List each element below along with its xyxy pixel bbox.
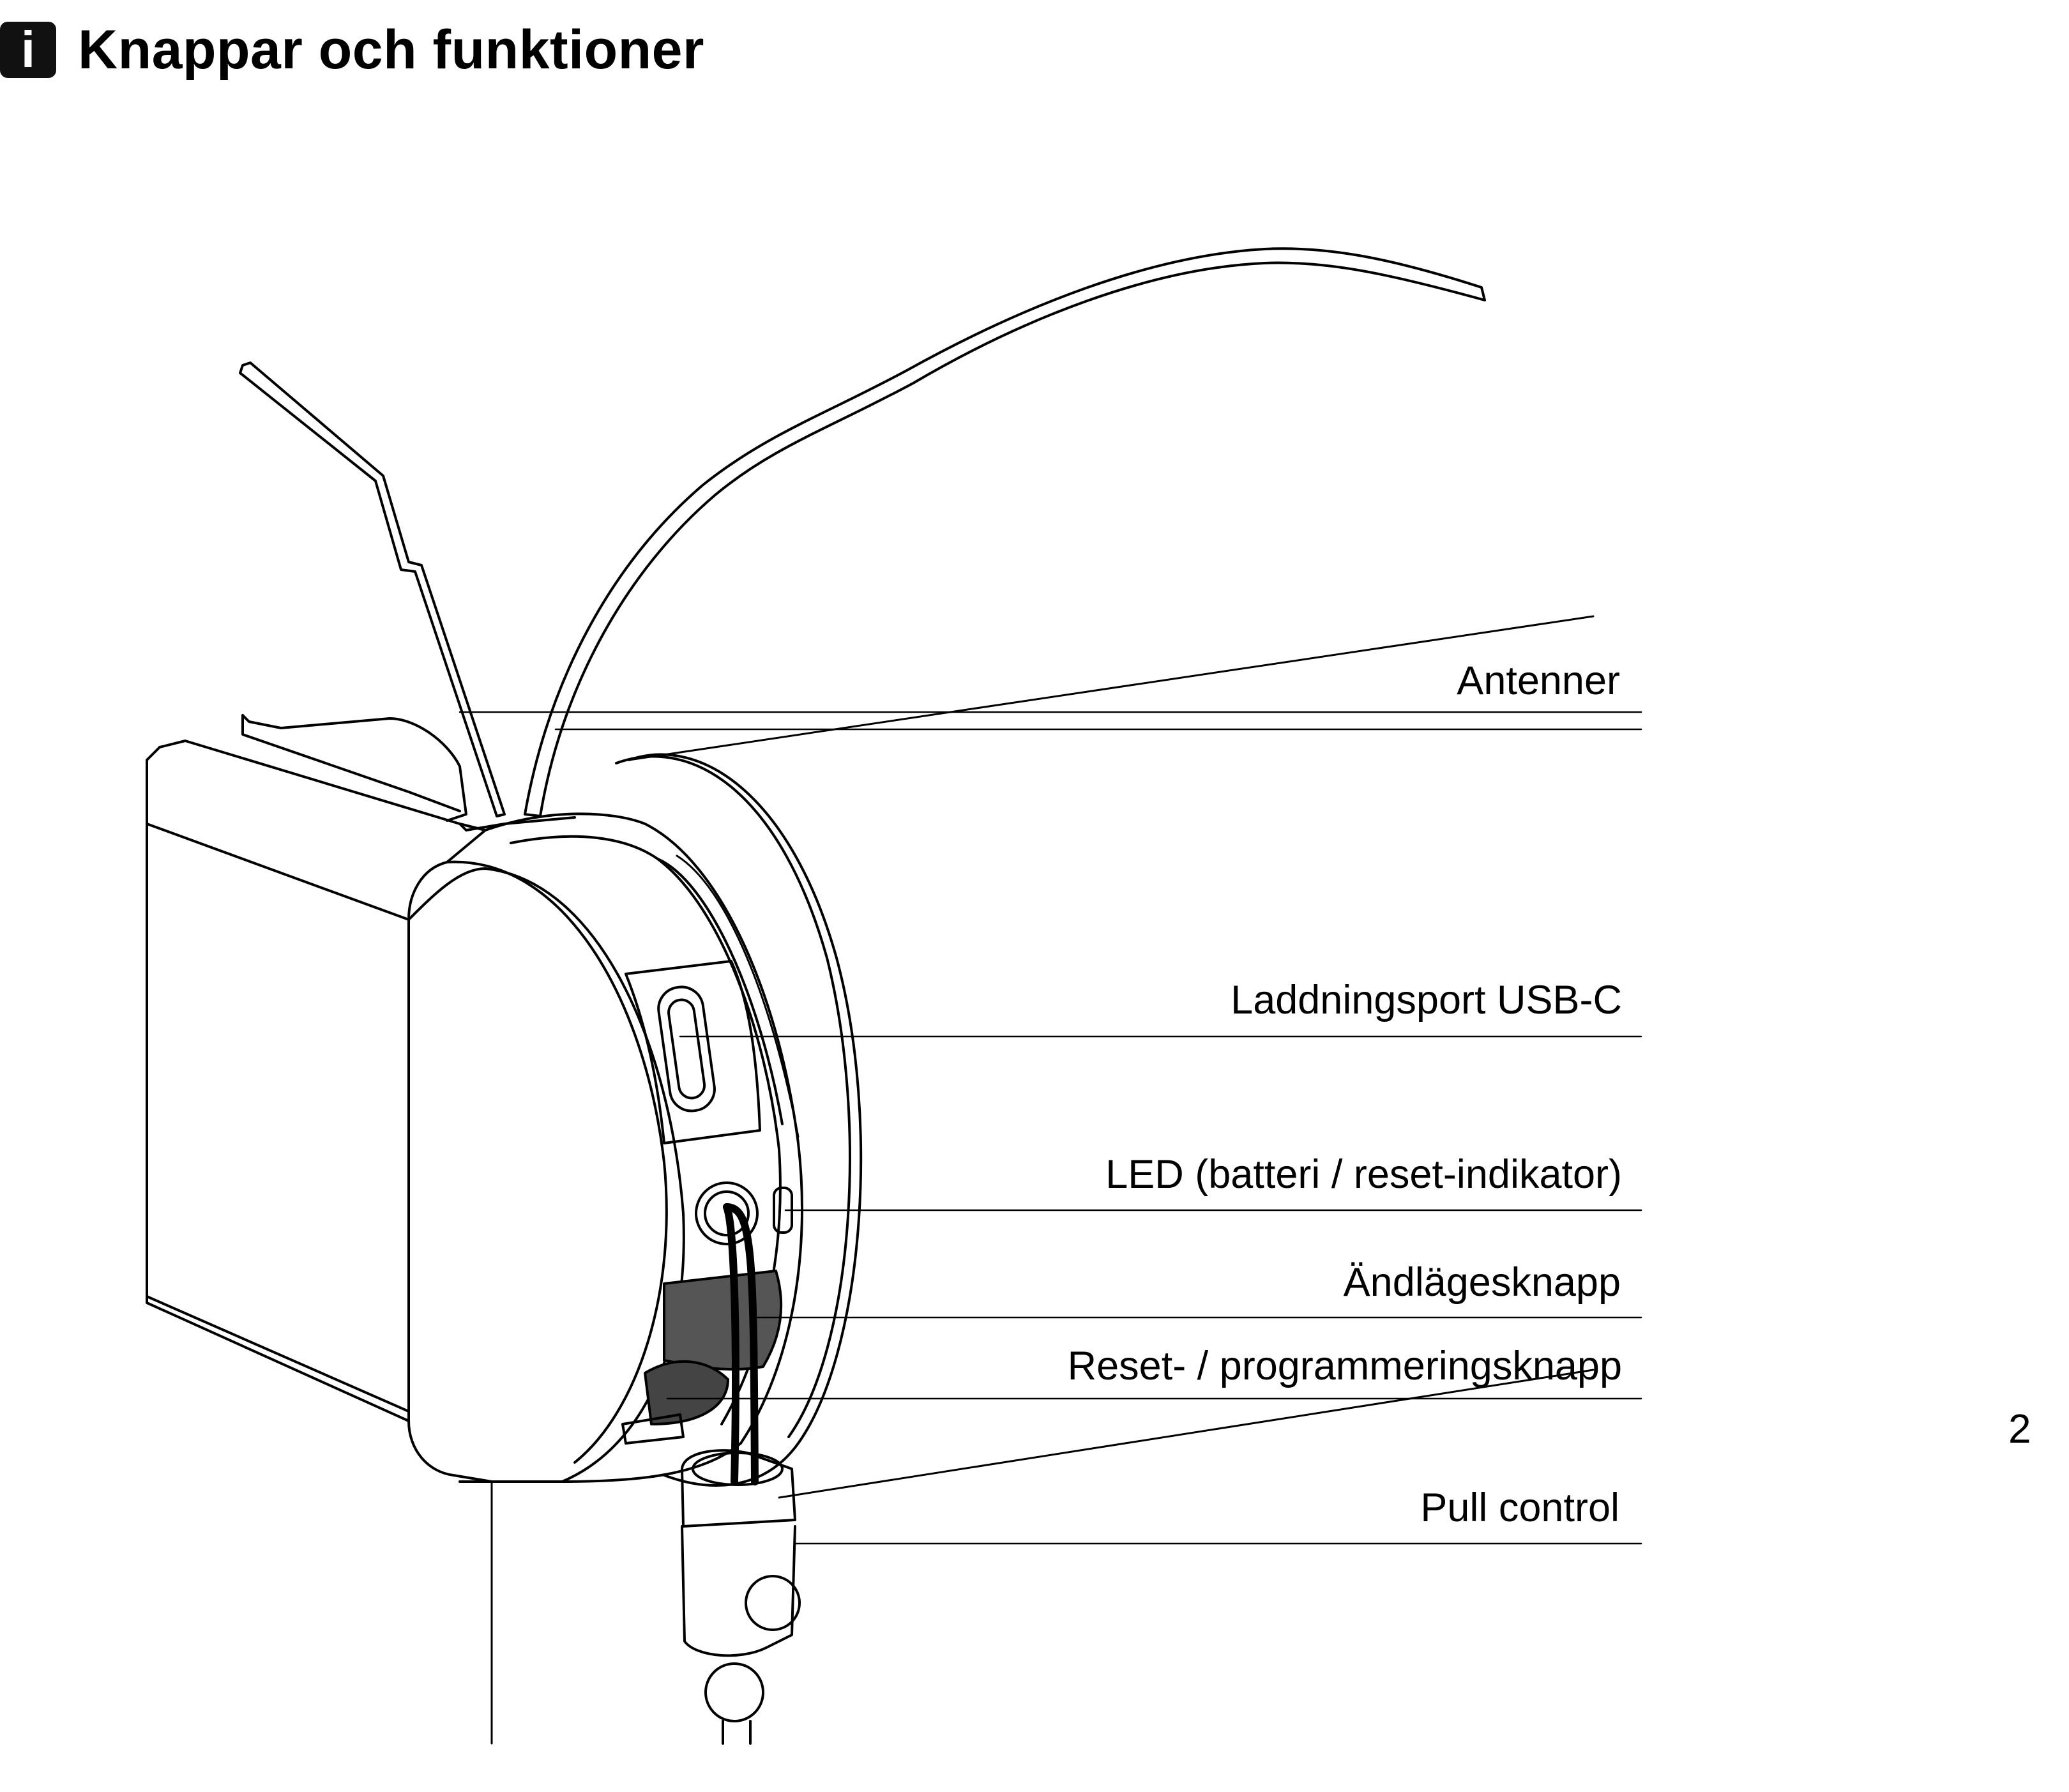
callout-antenner: Antenner xyxy=(1457,658,1620,703)
end-cap-disc xyxy=(615,615,1595,1499)
antenna-left xyxy=(239,361,506,817)
usb-c-port xyxy=(625,960,761,1144)
callout-reset-button: Reset- / programmeringsknapp xyxy=(1067,1344,1622,1388)
page-header: i Knappar och funktioner xyxy=(0,18,704,82)
info-icon-glyph: i xyxy=(20,21,36,78)
page-number: 2 xyxy=(2008,1406,2031,1452)
callout-limit-button: Ändlägesknapp xyxy=(1343,1260,1621,1305)
motor-housing xyxy=(146,714,685,1483)
callout-usb-c-port: Laddningsport USB-C xyxy=(1231,978,1622,1022)
callout-led: LED (batteri / reset-indikator) xyxy=(1105,1152,1622,1197)
info-icon: i xyxy=(0,22,56,78)
limit-button xyxy=(663,1270,783,1371)
leader-lines xyxy=(459,711,1642,1545)
antenna-right xyxy=(524,247,1486,817)
pull-control xyxy=(681,1449,801,1745)
reset-button xyxy=(621,1360,729,1445)
pull-cord xyxy=(490,1203,759,1745)
callout-pull-control: Pull control xyxy=(1420,1485,1619,1530)
page-title: Knappar och funktioner xyxy=(78,19,704,80)
